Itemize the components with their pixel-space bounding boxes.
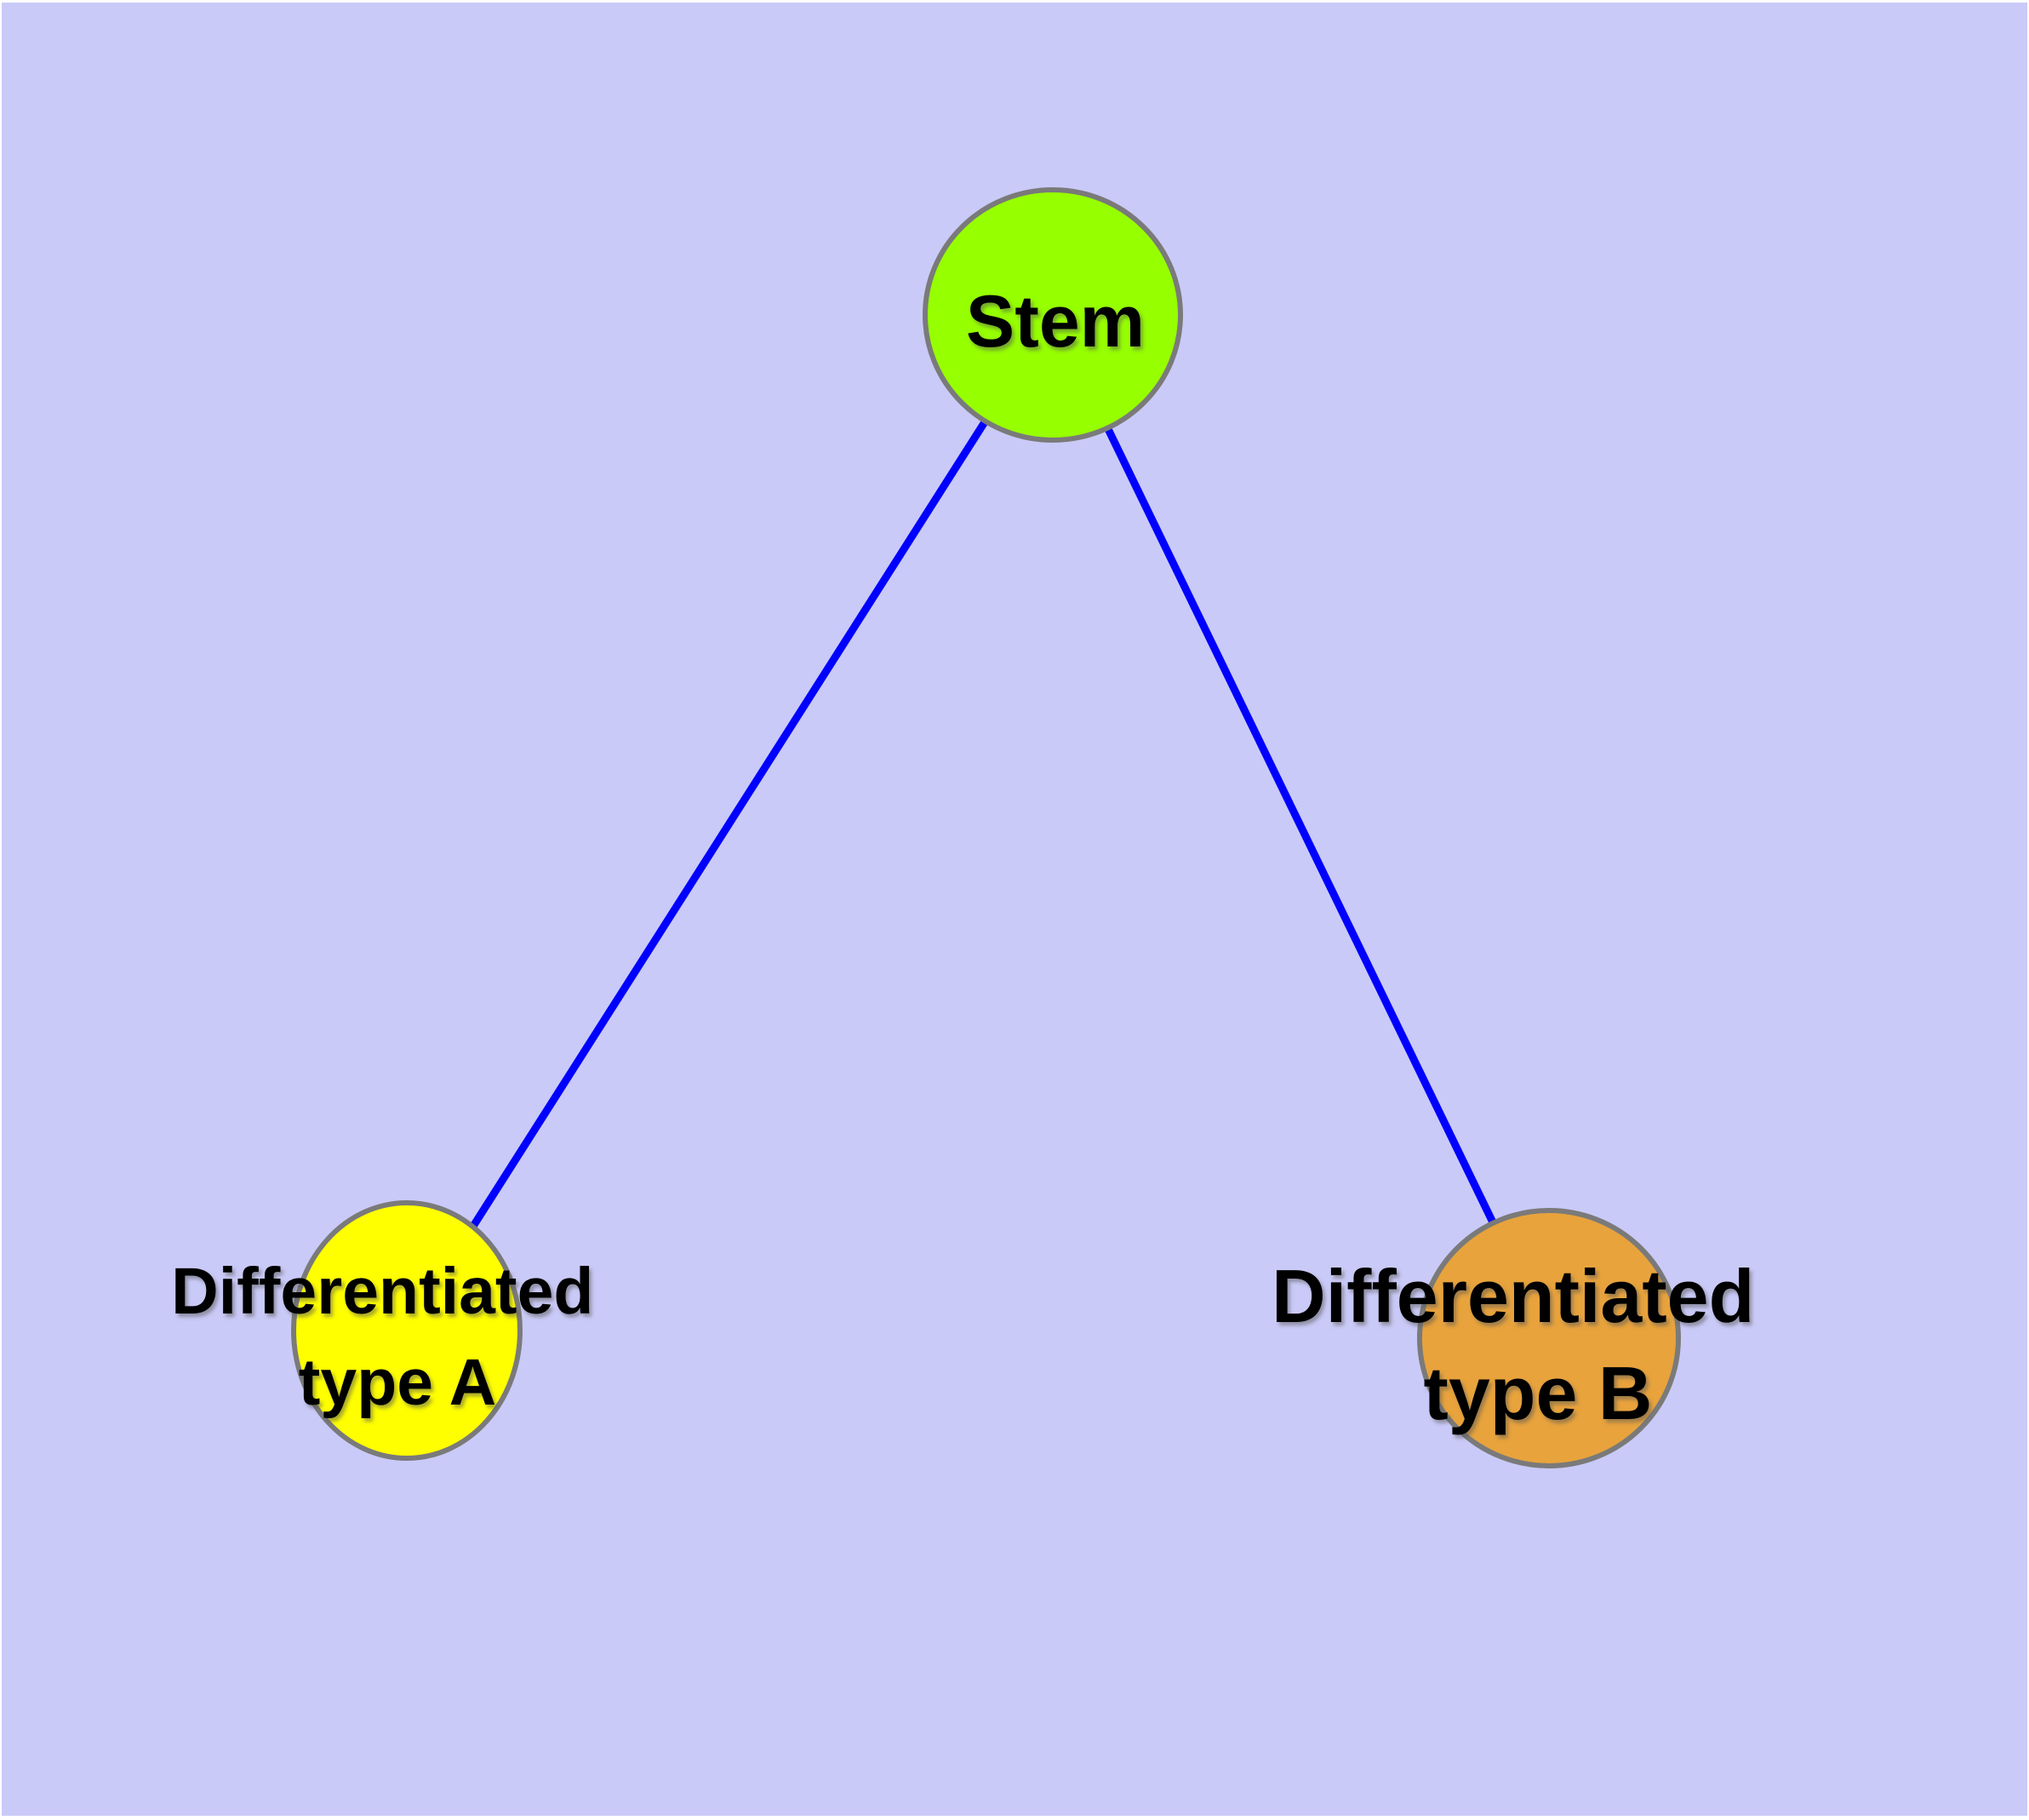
- label-line: type A: [299, 1346, 496, 1419]
- node-label-type-b: Differentiated type B: [1272, 1254, 1775, 1435]
- label-line: type B: [1424, 1351, 1653, 1435]
- edge-stem-to-type-a: [403, 312, 1056, 1333]
- label-layer: Stem Differentiated type A Differentiate…: [171, 281, 1775, 1435]
- edge-layer: [403, 312, 1553, 1340]
- label-line: Differentiated: [171, 1255, 593, 1328]
- label-line: Differentiated: [1272, 1254, 1754, 1338]
- node-stem: [923, 187, 1183, 443]
- edge-stem-to-type-b: [1049, 313, 1553, 1340]
- node-label-type-a: Differentiated type A: [171, 1255, 612, 1419]
- node-differentiated-type-a: [291, 1200, 523, 1461]
- node-label-stem: Stem: [966, 281, 1145, 363]
- node-layer: [291, 187, 1681, 1468]
- node-differentiated-type-b: [1417, 1208, 1681, 1468]
